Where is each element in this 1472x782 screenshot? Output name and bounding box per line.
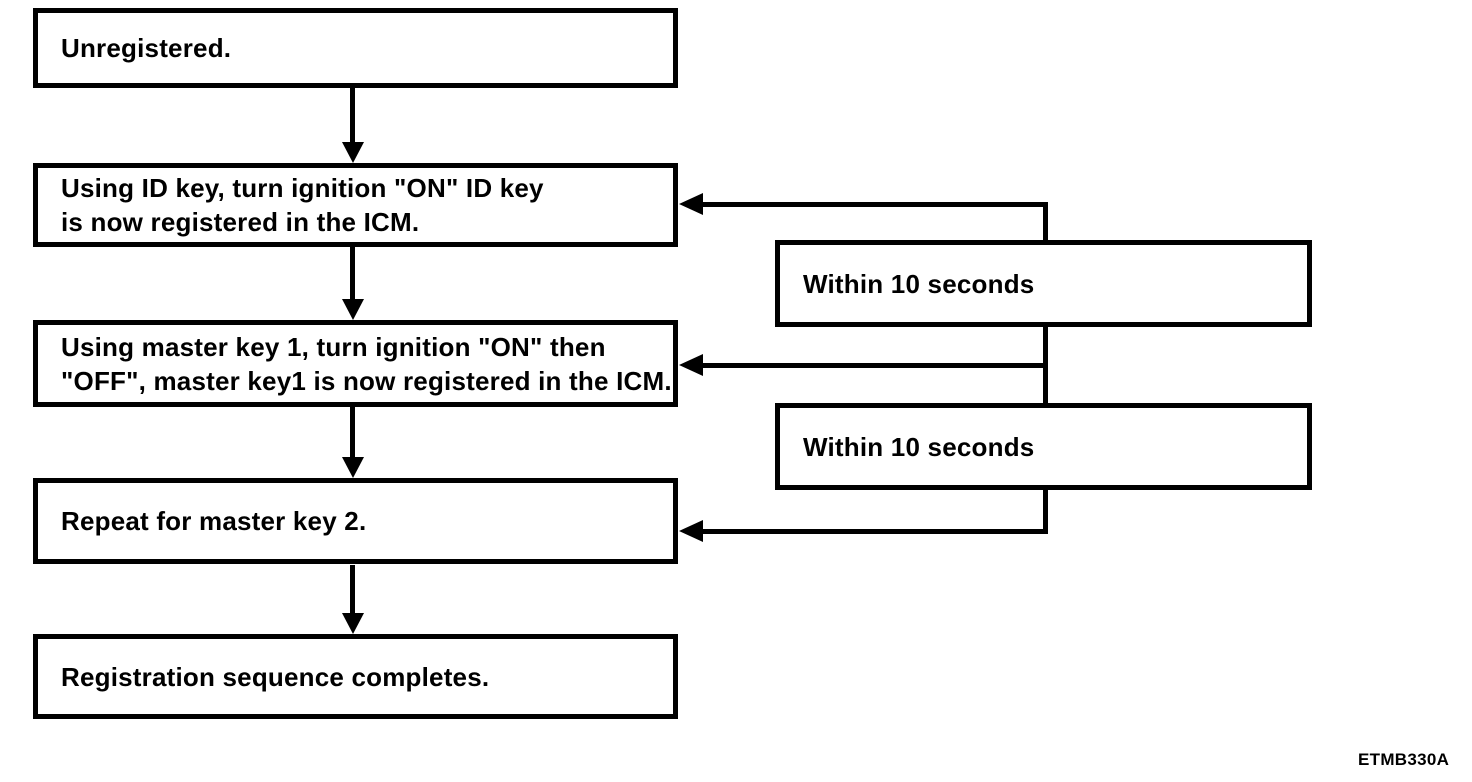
arrow-line-to-step3 — [700, 363, 1048, 368]
down-arrowhead-icon — [342, 142, 364, 163]
down-arrow-line-step2-step3 — [350, 247, 355, 303]
left-arrowhead-icon — [679, 354, 703, 376]
left-arrowhead-icon — [679, 193, 703, 215]
timer-box-within-10-seconds-1: Within 10 seconds — [775, 240, 1312, 327]
timer-box-text: Within 10 seconds — [803, 431, 1035, 462]
arrow-line-to-step2 — [700, 202, 1048, 207]
down-arrowhead-icon — [342, 299, 364, 320]
flow-box-text: Unregistered. — [61, 33, 232, 63]
flow-box-text: Repeat for master key 2. — [61, 506, 367, 536]
down-arrow-line-step4-step5 — [350, 565, 355, 617]
left-arrowhead-icon — [679, 520, 703, 542]
down-arrowhead-icon — [342, 613, 364, 634]
flow-box-text-line1: Using ID key, turn ignition "ON" ID key — [61, 173, 544, 203]
flow-box-text: Registration sequence completes. — [61, 661, 490, 692]
arrow-line-to-step4 — [700, 529, 1048, 534]
down-arrow-line-step1-step2 — [350, 88, 355, 146]
timer-box-within-10-seconds-2: Within 10 seconds — [775, 403, 1312, 490]
flow-box-unregistered: Unregistered. — [33, 8, 678, 88]
flow-box-register-master-key1: Using master key 1, turn ignition "ON" t… — [33, 320, 678, 407]
flow-box-registration-completes: Registration sequence completes. — [33, 634, 678, 719]
flow-box-repeat-master-key2: Repeat for master key 2. — [33, 478, 678, 564]
flow-box-register-id-key: Using ID key, turn ignition "ON" ID key … — [33, 163, 678, 247]
figure-code-label: ETMB330A — [1358, 750, 1450, 769]
flow-box-text-line2: is now registered in the ICM. — [61, 207, 420, 237]
down-arrow-line-step3-step4 — [350, 407, 355, 461]
timer-box-text: Within 10 seconds — [803, 268, 1035, 299]
flow-box-text-line1: Using master key 1, turn ignition "ON" t… — [61, 331, 606, 362]
right-vertical-connector-line — [1043, 202, 1048, 534]
flow-box-text-line2: "OFF", master key1 is now registered in … — [61, 365, 672, 396]
down-arrowhead-icon — [342, 457, 364, 478]
